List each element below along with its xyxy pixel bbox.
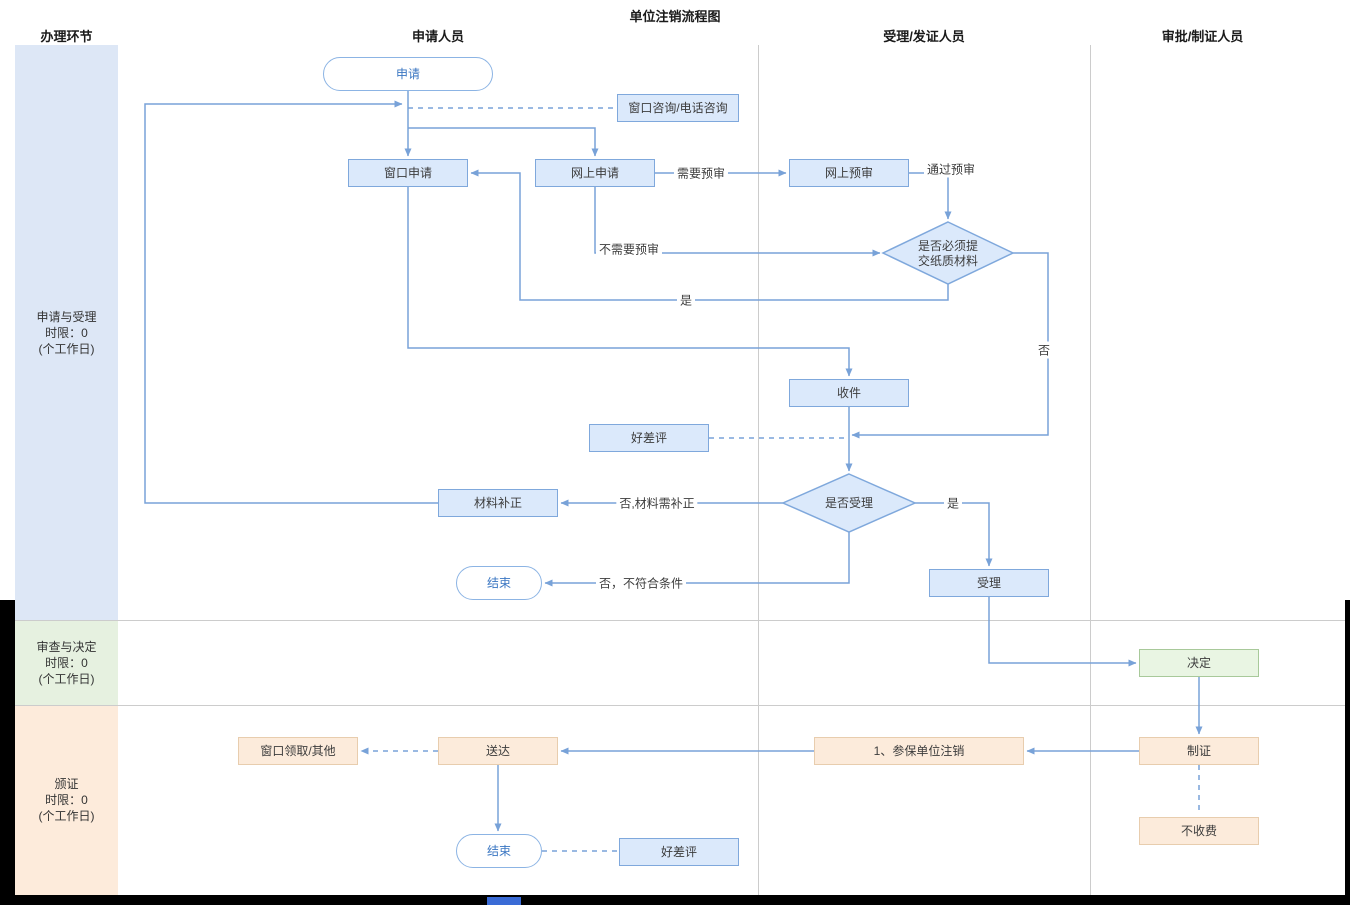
lane-name: 申请与受理 [36,309,97,324]
node-decide: 决定 [1139,649,1259,677]
node-paper-decision-label: 是否必须提交纸质材料 [917,239,978,268]
edge-accept-to-decide [988,597,1137,667]
node-deliver: 送达 [438,737,558,765]
node-online-apply: 网上申请 [535,159,655,187]
lane-limit: 时限：0 [45,655,88,670]
lane-apply-accept: 申请与受理 时限：0 (个工作日) [15,45,118,620]
edge-window-apply-to-receive [407,187,853,377]
column-header-acceptor: 受理/发证人员 [883,29,965,44]
lane-review-decide: 审查与决定 时限：0 (个工作日) [15,620,118,705]
edge-label-pass-prescreen: 通过预审 [923,160,979,178]
edge-label-no-paper: 否 [1034,341,1054,359]
edge-label-no-reject: 否，不符合条件 [595,574,687,592]
node-accept: 受理 [929,569,1049,597]
edge-label-yes-accept: 是 [943,494,963,512]
lane-unit: (个工作日) [38,341,95,356]
edge-decision-to-end-top [544,532,850,587]
edge-prescreen-to-paper-decision [909,172,952,220]
column-header-applicant: 申请人员 [411,29,464,44]
edge-paper-no-to-receive-line [851,252,1049,439]
node-rating-bottom: 好差评 [619,838,739,866]
edge-label-no-prescreen: 不需要预审 [595,240,663,258]
node-online-prescreen: 网上预审 [789,159,909,187]
column-divider-1 [758,45,759,895]
column-header-approver: 审批/制证人员 [1161,29,1244,44]
lane-limit: 时限：0 [45,793,88,807]
node-consult: 窗口咨询/电话咨询 [617,94,739,122]
node-accept-decision-label: 是否受理 [824,495,873,510]
node-end-top: 结束 [456,566,542,600]
node-make-cert: 制证 [1139,737,1259,765]
background-mask-right [1345,600,1350,905]
diagram-title: 单位注销流程图 [629,9,721,24]
lane-limit: 时限：0 [45,325,88,340]
lane-issue-cert: 颁证 时限：0 (个工作日) [15,705,118,895]
edge-label-need-prescreen: 需要预审 [673,164,729,182]
node-receive: 收件 [789,379,909,407]
node-start: 申请 [323,57,493,91]
edge-paper-yes-to-window-apply [470,169,949,301]
lane-divider-1 [15,620,1345,621]
node-rating-top: 好差评 [589,424,709,452]
lane-unit: (个工作日) [38,809,95,823]
scrollbar-thumb[interactable] [487,897,521,905]
node-window-apply: 窗口申请 [348,159,468,187]
edge-start-to-online-apply [408,127,599,157]
background-mask-left [0,600,15,905]
lane-name: 审查与决定 [36,639,97,654]
lane-unit: (个工作日) [38,671,95,686]
node-material-fix: 材料补正 [438,489,558,517]
node-end-bottom: 结束 [456,834,542,868]
edge-label-yes-paper: 是 [676,291,696,309]
node-item-cancel: 1、参保单位注销 [814,737,1024,765]
edge-label-no-fix: 否,材料需补正 [616,494,698,512]
node-no-fee: 不收费 [1139,817,1259,845]
column-header-lane: 办理环节 [40,29,93,44]
column-divider-2 [1090,45,1091,895]
lane-name: 颁证 [54,777,79,791]
edge-decision-to-accept [915,502,993,567]
lane-divider-2 [15,705,1345,706]
node-pickup: 窗口领取/其他 [238,737,358,765]
